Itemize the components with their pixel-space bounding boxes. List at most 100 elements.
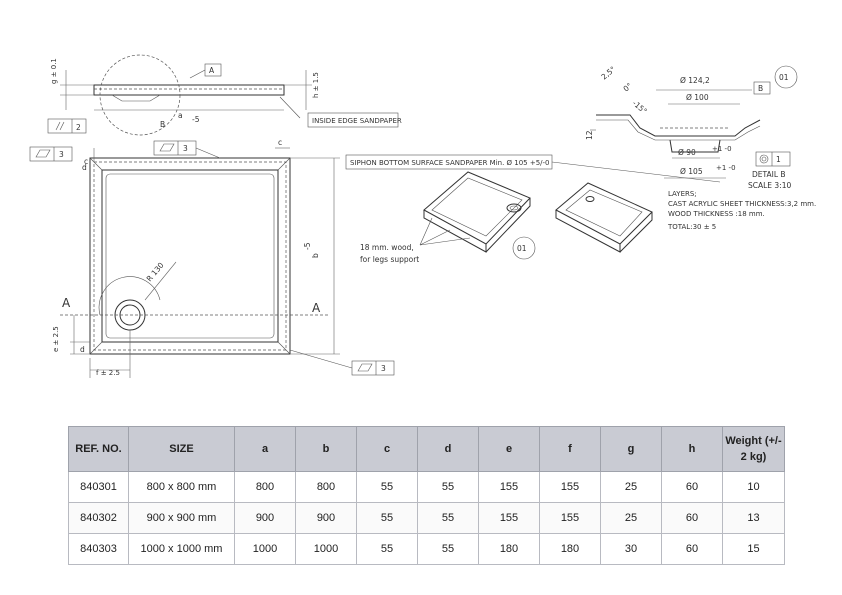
header-ref-no: REF. NO.: [68, 426, 129, 472]
section-ref-circle-2: [774, 65, 798, 89]
cell-g: 30: [600, 533, 662, 565]
dim-a-side: a: [178, 111, 183, 120]
cell-a: 1000: [234, 533, 296, 565]
cell-b: 1000: [295, 533, 357, 565]
section-a-left: A: [62, 296, 71, 310]
datum-a-label: A: [209, 66, 215, 75]
dim-c-left: c: [84, 157, 88, 166]
dia-124: Ø 124,2: [680, 76, 710, 85]
parallel-tol-value: 2: [76, 123, 81, 132]
section-ref-1: 01: [517, 244, 527, 253]
dim-g-label: g ± 0.1: [50, 58, 58, 84]
concentricity-box: [755, 151, 791, 167]
height-12: 12: [585, 130, 594, 140]
header-d: d: [417, 426, 479, 472]
layers-line2: WOOD THICKNESS :18 mm.: [668, 210, 765, 218]
cell-h: 60: [661, 502, 723, 534]
radius-label: R 130: [145, 261, 166, 284]
header-a: a: [234, 426, 296, 472]
cell-weight: 15: [722, 533, 785, 565]
flatness-box-left: [29, 146, 73, 162]
header-f: f: [539, 426, 601, 472]
header-size: SIZE: [128, 426, 235, 472]
spec-table: REF. NO. SIZE a b c d e f g h Weight (+/…: [68, 426, 785, 565]
table-row: 840302 900 x 900 mm 900 900 55 55 155 15…: [68, 502, 785, 534]
header-b: b: [295, 426, 357, 472]
technical-drawing: g ± 0.1 h ± 1.5 a -5 B A INSIDE EDGE SAN…: [29, 54, 816, 378]
section-ref-2: 01: [779, 73, 789, 82]
section-a-right: A: [312, 301, 321, 315]
cell-e: 155: [478, 471, 540, 503]
drain-detail: Ø 124,2 Ø 100 Ø 90 +1 -0 Ø 105 +1 -0 2,5…: [585, 64, 816, 231]
dia-90: Ø 90: [678, 148, 696, 157]
angle-0: 0°: [622, 81, 635, 94]
dim-d-bottom: d: [80, 345, 85, 354]
cell-size: 900 x 900 mm: [128, 502, 235, 534]
side-section-view: g ± 0.1 h ± 1.5 a -5 B A INSIDE EDGE SAN…: [47, 54, 402, 136]
cell-f: 155: [539, 471, 601, 503]
datum-box-a: [204, 63, 222, 77]
cell-b: 900: [295, 502, 357, 534]
detail-circle: [99, 54, 181, 136]
cell-e: 180: [478, 533, 540, 565]
siphon-note: SIPHON BOTTOM SURFACE SANDPAPER Min. Ø 1…: [350, 159, 550, 167]
layers-line1: CAST ACRYLIC SHEET THICKNESS:3,2 mm.: [668, 200, 816, 208]
cell-d: 55: [417, 502, 479, 534]
detail-ref-b: B: [160, 120, 165, 129]
flatness-value-left: 3: [59, 150, 64, 159]
cell-b: 800: [295, 471, 357, 503]
cell-a: 900: [234, 502, 296, 534]
detail-b-box-label: B: [758, 84, 763, 93]
cell-size: 1000 x 1000 mm: [128, 533, 235, 565]
dim-b-label: b: [311, 253, 320, 258]
cell-e: 155: [478, 502, 540, 534]
detail-scale: SCALE 3:10: [748, 181, 791, 190]
cell-c: 55: [356, 533, 418, 565]
cell-a: 800: [234, 471, 296, 503]
cell-d: 55: [417, 533, 479, 565]
dim-f-label: f ± 2.5: [96, 369, 120, 377]
cell-weight: 10: [722, 471, 785, 503]
layers-title: LAYERS;: [668, 190, 697, 198]
table-row: 840301 800 x 800 mm 800 800 55 55 155 15…: [68, 471, 785, 503]
inside-edge-note: INSIDE EDGE SANDPAPER: [312, 117, 402, 125]
cell-h: 60: [661, 471, 723, 503]
cell-size: 800 x 800 mm: [128, 471, 235, 503]
cell-h: 60: [661, 533, 723, 565]
inside-edge-note-box: [307, 112, 399, 128]
cell-weight: 13: [722, 502, 785, 534]
cell-f: 155: [539, 502, 601, 534]
wood-note-1: 18 mm. wood,: [360, 243, 414, 252]
angle-25: 2,5°: [600, 64, 618, 81]
cell-ref: 840303: [68, 533, 129, 565]
header-g: g: [600, 426, 662, 472]
dim-a-side-tol: -5: [192, 115, 200, 124]
angle-15: -15°: [631, 99, 649, 116]
plan-view: R 130 A A b -5 c d c d e ± 2.5 f ± 2.5 3…: [29, 138, 395, 378]
header-weight: Weight (+/- 2 kg): [722, 426, 785, 472]
cell-d: 55: [417, 471, 479, 503]
detail-title: DETAIL B: [752, 170, 786, 179]
dia-105: Ø 105: [680, 167, 703, 176]
header-e: e: [478, 426, 540, 472]
dim-h-label: h ± 1.5: [312, 72, 320, 98]
cell-f: 180: [539, 533, 601, 565]
dim-e-label: e ± 2.5: [52, 326, 60, 352]
dim-b-tol: -5: [303, 242, 312, 250]
cell-c: 55: [356, 502, 418, 534]
wood-note-2: for legs support: [360, 255, 419, 264]
table-header-row: REF. NO. SIZE a b c d e f g h Weight (+/…: [68, 426, 785, 472]
flatness-box-top: [153, 140, 197, 156]
flatness-box-bottom: [351, 360, 395, 376]
flatness-value-bottom: 3: [381, 364, 386, 373]
detail-b-box: [753, 81, 771, 95]
cell-g: 25: [600, 471, 662, 503]
flatness-value-top: 3: [183, 144, 188, 153]
dim-d-top: d: [82, 163, 87, 172]
concentricity-value: 1: [776, 155, 781, 164]
tray-outline: [89, 157, 291, 355]
layers-total: TOTAL:30 ± 5: [667, 223, 716, 231]
cell-g: 25: [600, 502, 662, 534]
header-c: c: [356, 426, 418, 472]
dim-c-top: c: [278, 138, 282, 147]
